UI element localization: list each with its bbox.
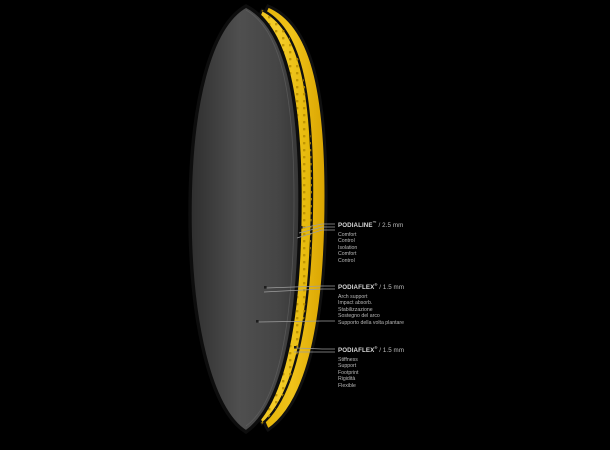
callout-podiaflex-mid-list: Arch support Impact absorb. Stabilizzazi… — [338, 294, 404, 327]
callout-podiaflex-bottom-list: Stiffness Support Footprint Rigidità Fle… — [338, 357, 404, 390]
list-item: Support — [338, 363, 357, 370]
callout-podialine-title-main: PODIALINE — [338, 222, 373, 230]
callout-podiaflex-bottom-title-main: PODIAFLEX — [338, 347, 375, 355]
callout-podiaflex-mid-registered-symbol: ® — [374, 282, 378, 287]
callout-podiaflex-bottom-spec: / 1.5 mm — [379, 347, 405, 355]
list-item: Comfort — [338, 231, 357, 238]
list-item: Stiffness — [338, 356, 358, 363]
list-item: Isolation — [338, 244, 358, 251]
callout-podiaflex-bottom: PODIAFLEX® / 1.5 mm Stiffness Support Fo… — [338, 344, 404, 390]
list-item: Control — [338, 238, 355, 245]
callout-podiaflex-mid-title-main: PODIAFLEX — [338, 284, 375, 292]
list-item: Arch support — [338, 293, 368, 300]
list-item: Footprint — [338, 369, 359, 376]
list-item: Flexible — [338, 382, 356, 389]
callout-podiaflex-bottom-title: PODIAFLEX® / 1.5 mm — [338, 344, 404, 355]
list-item: Sostegno del arco — [338, 313, 380, 320]
list-item: Supporto della volta plantare — [338, 319, 405, 326]
list-item: Rigidità — [338, 376, 356, 383]
callout-podiaflex-mid-title: PODIAFLEX® / 1.5 mm — [338, 281, 404, 292]
callout-podialine-trademark-symbol: ™ — [372, 220, 377, 225]
layer-top-cover — [188, 4, 302, 435]
callout-podialine-list: Comfort Control Isolation Comfort Contro… — [338, 232, 403, 265]
callout-podialine-spec: / 2.5 mm — [378, 222, 404, 230]
callout-podiaflex-bottom-registered-symbol: ® — [374, 345, 378, 350]
list-item: Stabilizzazione — [338, 306, 373, 313]
list-item: Control — [338, 257, 355, 264]
callout-podialine-title: PODIALINE™ / 2.5 mm — [338, 219, 403, 230]
list-item: Comfort — [338, 251, 357, 258]
callout-podiaflex-mid: PODIAFLEX® / 1.5 mm Arch support Impact … — [338, 281, 404, 327]
callout-podialine: PODIALINE™ / 2.5 mm Comfort Control Isol… — [338, 219, 403, 265]
list-item: Impact absorb. — [338, 300, 373, 307]
callout-podiaflex-mid-spec: / 1.5 mm — [379, 284, 405, 292]
